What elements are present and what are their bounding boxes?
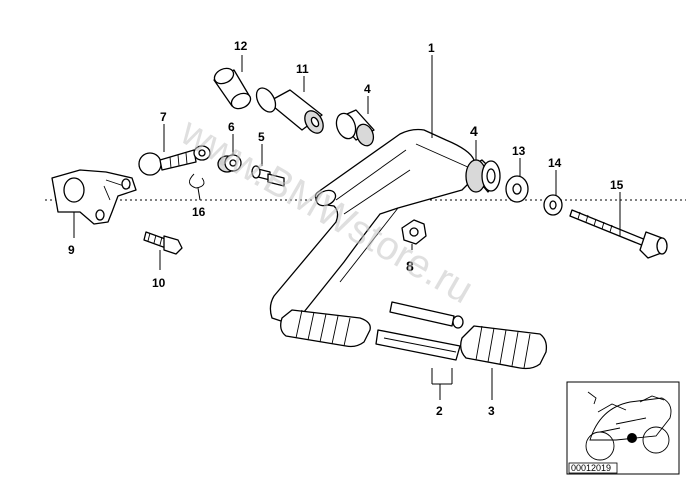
callout-3: 3 [488, 404, 495, 418]
part-8-nut [401, 219, 427, 245]
callout-7: 7 [160, 110, 167, 124]
callout-13: 13 [512, 144, 526, 158]
callout-4-right: 4 [470, 123, 478, 139]
callout-2: 2 [436, 404, 443, 418]
callout-14: 14 [548, 156, 562, 170]
part-12-sleeve [213, 67, 252, 110]
callout-12: 12 [234, 39, 248, 53]
callout-5: 5 [258, 130, 265, 144]
part-15-bolt [569, 209, 668, 259]
part-7-ball-joint [138, 145, 211, 176]
part-3-upper-rubber [460, 325, 548, 370]
part-9-clamp [51, 169, 137, 225]
callout-15: 15 [610, 178, 624, 192]
part-6-bushing [217, 154, 242, 173]
callout-16: 16 [192, 205, 206, 219]
location-thumbnail: 00012019 [566, 381, 680, 475]
motorcycle-icon [585, 391, 672, 461]
callout-8: 8 [406, 258, 414, 274]
part-3-lower-rubber [280, 309, 371, 348]
part-5-pin [251, 165, 285, 187]
part-2-peg-insert [375, 329, 461, 361]
part-13-washer [505, 175, 529, 203]
callout-11: 11 [296, 62, 309, 76]
leader-lines [73, 55, 621, 400]
part-4-right-bushing [465, 159, 501, 193]
reference-code: 00012019 [571, 463, 611, 473]
callout-6: 6 [228, 120, 235, 134]
part-1-shift-lever [269, 128, 477, 323]
part-4-upper-bushing [335, 109, 375, 147]
part-16-clip [189, 173, 205, 189]
callout-9: 9 [68, 243, 75, 257]
part-10-bolt [143, 231, 183, 255]
callout-10: 10 [152, 276, 166, 290]
part-14-washer [543, 194, 563, 216]
callout-1: 1 [428, 41, 435, 55]
location-marker-dot [627, 433, 637, 443]
part-2-peg-cover [389, 301, 464, 329]
part-11-bushing [255, 87, 324, 134]
callout-4-upper: 4 [364, 82, 371, 96]
